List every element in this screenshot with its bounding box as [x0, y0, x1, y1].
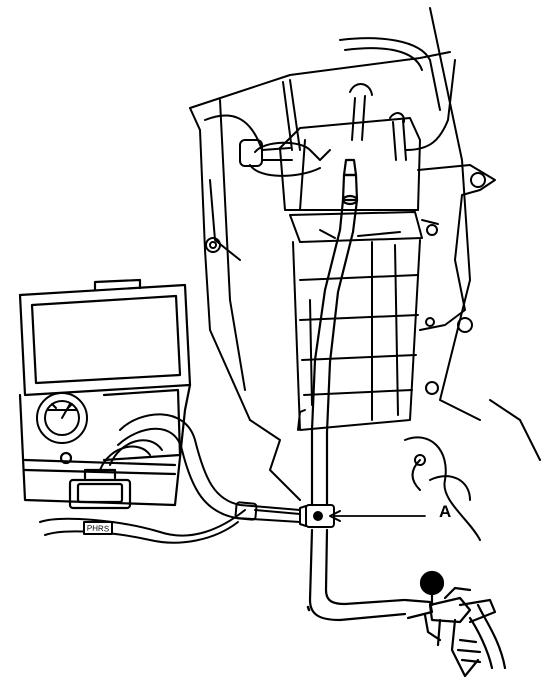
charcoal-canister — [279, 117, 423, 431]
leak-tester-case — [18, 278, 192, 510]
leader-dot — [306, 605, 311, 612]
vacuum-hose — [308, 158, 407, 622]
callout-label-a: A — [439, 502, 452, 521]
canister-bracket — [417, 164, 496, 333]
canister-top-pipes — [239, 59, 456, 177]
vacuum-pump — [403, 570, 507, 678]
engine-bay-outline — [189, 7, 541, 541]
tee-fitting — [299, 504, 426, 528]
pressure-gauge — [36, 392, 88, 444]
hose-tag-label: PHRS — [86, 523, 110, 534]
loose-hose — [39, 509, 246, 544]
